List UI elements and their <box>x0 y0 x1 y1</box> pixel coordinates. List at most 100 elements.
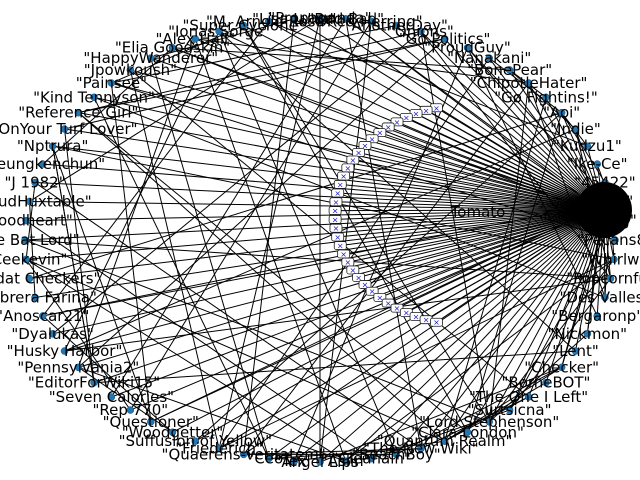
node-label: "Husky Harbor" <box>7 342 123 360</box>
node-label: "Nanakani" <box>447 49 531 67</box>
graph-edge <box>420 31 490 422</box>
edge-to-hub <box>509 209 605 411</box>
graph-edge <box>345 18 615 222</box>
node-label: "ProudGuy" <box>424 39 511 57</box>
graph-node <box>290 457 299 465</box>
inner-edge <box>343 209 605 255</box>
inner-node-mark: × <box>377 129 384 138</box>
edge-to-hub <box>467 47 605 211</box>
graph-node <box>90 378 98 387</box>
edge-to-hub <box>130 209 605 411</box>
inner-node-mark: × <box>332 207 339 216</box>
edge-to-hub <box>509 69 605 211</box>
node-label: "Anoscar21" <box>0 307 89 325</box>
inner-edge <box>347 167 605 211</box>
node-label: "Lisa Luna" <box>252 10 336 28</box>
edge-to-hub <box>34 209 605 298</box>
edge-to-hub <box>26 209 605 222</box>
graph-node <box>571 347 580 355</box>
node-label: "Alex Hall" <box>155 30 235 48</box>
inner-node-mark: × <box>433 318 440 327</box>
inner-edge <box>364 144 605 211</box>
node-label: "Bad Bad" <box>307 10 384 28</box>
inner-edge <box>425 209 605 321</box>
graph-edge <box>294 440 445 462</box>
node-label: "Propaganda" <box>268 9 371 27</box>
node-label: "Aslin" <box>321 452 371 470</box>
graph-edge <box>129 21 372 411</box>
node-label: "Lord Stephenson" <box>419 413 559 431</box>
graph-node <box>505 406 514 414</box>
graph-node <box>21 236 29 244</box>
inner-node-mark: × <box>344 258 351 267</box>
inner-node <box>337 171 351 181</box>
graph-edge <box>243 25 490 423</box>
node-label: "Elia Goodskin" <box>115 39 230 57</box>
node-label: "EditorForWiki15" <box>28 374 160 392</box>
node-label: "Questioner" <box>103 413 199 431</box>
inner-node-mark: × <box>369 135 376 144</box>
graph-edge <box>444 396 529 442</box>
graph-edge <box>78 366 346 462</box>
graph-edge <box>194 112 562 442</box>
inner-edge <box>340 183 605 211</box>
graph-node <box>611 236 619 244</box>
inner-node <box>331 188 345 198</box>
graph-node <box>542 378 550 387</box>
node-label: "Reference Girl" <box>18 104 138 122</box>
inner-node-mark: × <box>423 316 430 325</box>
node-label: "Lent" <box>552 342 599 360</box>
graph-node <box>265 454 273 463</box>
inner-node-mark: × <box>334 189 341 198</box>
inner-node <box>333 241 347 250</box>
inner-node-mark: × <box>349 156 356 165</box>
inner-node-mark: × <box>362 281 369 290</box>
node-label: "The One I Left" <box>469 388 588 406</box>
graph-edge <box>561 112 606 183</box>
inner-edge <box>347 209 605 263</box>
edge-to-hub <box>370 20 605 211</box>
graph-edge <box>110 82 152 422</box>
graph-edge <box>129 69 220 449</box>
inner-edge <box>358 209 605 278</box>
graph-node <box>239 21 248 30</box>
graph-node <box>463 43 472 52</box>
inner-node-mark: × <box>334 233 341 242</box>
graph-edge <box>78 38 445 114</box>
edge-to-hub <box>420 209 605 449</box>
graph-node <box>48 330 57 338</box>
node-label: "Pennsylvania2" <box>17 358 139 376</box>
inner-node-mark: × <box>355 273 362 282</box>
graph-edge <box>24 239 490 423</box>
node-label: "Nickmon" <box>548 325 627 343</box>
graph-node <box>39 312 47 320</box>
graph-node <box>606 274 615 283</box>
inner-node-mark: × <box>362 141 369 150</box>
inner-node <box>352 273 365 282</box>
graph-edge <box>93 97 270 459</box>
inner-node-mark: × <box>423 106 430 115</box>
graph-edge <box>29 17 321 202</box>
graph-node <box>22 255 30 264</box>
node-label: "Popcornfu" <box>566 270 640 288</box>
node-label: "Bergaronp" <box>551 307 640 325</box>
inner-node <box>328 215 342 224</box>
node-label: "Des Valles" <box>560 288 640 306</box>
edge-to-hub <box>78 209 605 368</box>
graph-node <box>60 347 69 355</box>
inner-edge <box>352 159 605 211</box>
graph-node <box>417 27 425 36</box>
inner-edge <box>343 175 605 211</box>
inner-edge <box>379 132 605 211</box>
inner-edge <box>337 192 605 211</box>
graph-edge <box>78 112 446 442</box>
node-label: "Rep 770" <box>93 401 169 419</box>
node-label: "Clara London" <box>411 423 524 441</box>
inner-node-mark: × <box>337 242 344 251</box>
graph-node <box>147 54 155 62</box>
graph-node <box>168 43 177 52</box>
graph-node <box>583 142 592 150</box>
graph-node <box>557 363 566 372</box>
node-label: "Friederich" <box>175 440 263 458</box>
